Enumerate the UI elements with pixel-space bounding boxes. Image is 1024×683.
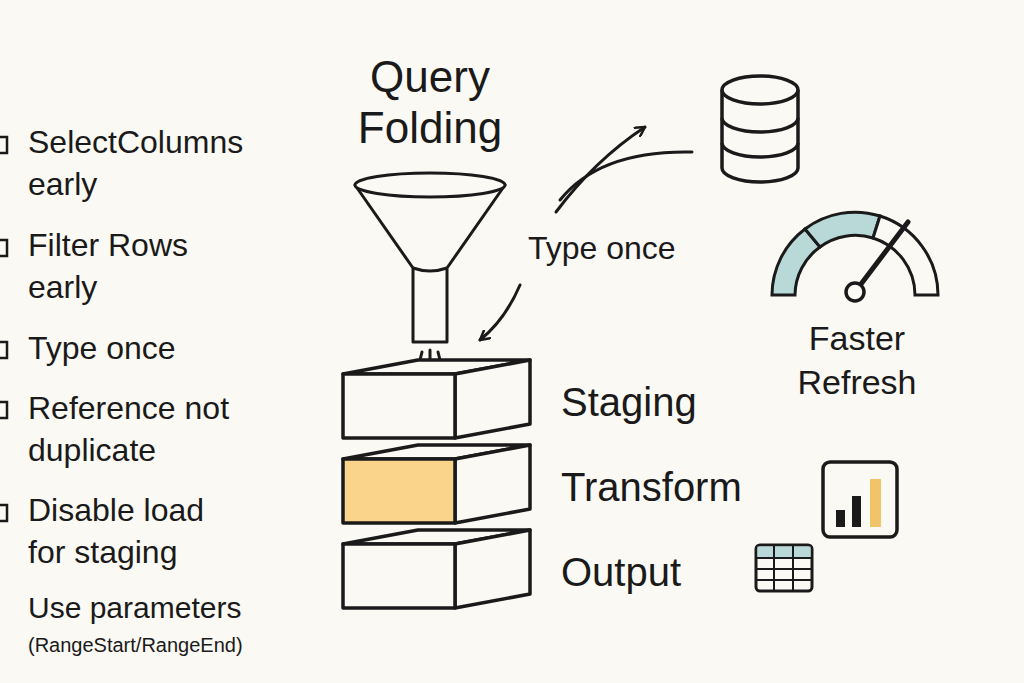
gauge-label: Faster Refresh	[772, 316, 942, 404]
funnel-rim	[355, 173, 505, 197]
flow-arrow	[480, 285, 520, 340]
checklist-item: Type once	[28, 328, 268, 370]
box-label: Output	[561, 550, 791, 594]
checkbox	[0, 240, 7, 256]
checkbox	[0, 402, 7, 418]
stage-box: Transform	[343, 443, 533, 525]
funnel	[355, 173, 505, 362]
chart-frame	[823, 462, 897, 537]
box-side	[455, 360, 530, 438]
checkbox	[0, 137, 7, 153]
checklist-item: Filter Rows early	[28, 225, 228, 308]
checklist-item: SelectColumns early	[28, 122, 268, 205]
table-frame	[756, 545, 812, 591]
database-top	[722, 76, 798, 104]
table-header	[758, 547, 811, 558]
box-label: Staging	[561, 380, 791, 424]
table-grid	[756, 545, 812, 591]
box-outline	[343, 443, 533, 525]
checkboxes	[0, 137, 7, 521]
gauge-icon	[772, 212, 938, 301]
note: (RangeStart/RangeEnd)	[28, 632, 358, 658]
checkbox	[0, 342, 7, 358]
table-icon	[756, 545, 812, 591]
chart-bar	[852, 496, 861, 527]
database-icon	[722, 76, 798, 182]
flow-arrow	[560, 152, 692, 200]
gauge-segment	[805, 212, 880, 247]
box-front	[343, 544, 455, 608]
funnel-body	[355, 185, 505, 342]
box-side	[455, 445, 530, 523]
checklist-item: Disable load for staging	[28, 490, 228, 573]
box-outline	[343, 358, 533, 440]
stage-box: Output	[343, 528, 533, 610]
gauge-hub	[846, 283, 864, 301]
chart-bar	[836, 510, 845, 527]
arrow-label: Type once	[528, 228, 718, 270]
checklist-item: Use parameters	[28, 588, 348, 627]
title: Query Folding	[330, 52, 530, 153]
funnel-neck	[413, 268, 447, 271]
box-label: Transform	[561, 465, 791, 509]
gauge-needle	[855, 222, 908, 292]
box-side	[455, 530, 530, 608]
checkbox	[0, 505, 7, 521]
box-front	[343, 374, 455, 438]
chart-bar	[870, 479, 881, 527]
checklist-item: Reference not duplicate	[28, 388, 243, 471]
box-outline	[343, 528, 533, 610]
box-front	[343, 459, 455, 523]
database-band	[722, 118, 798, 157]
stage-box: Staging	[343, 358, 533, 440]
chart-icon	[823, 462, 897, 537]
